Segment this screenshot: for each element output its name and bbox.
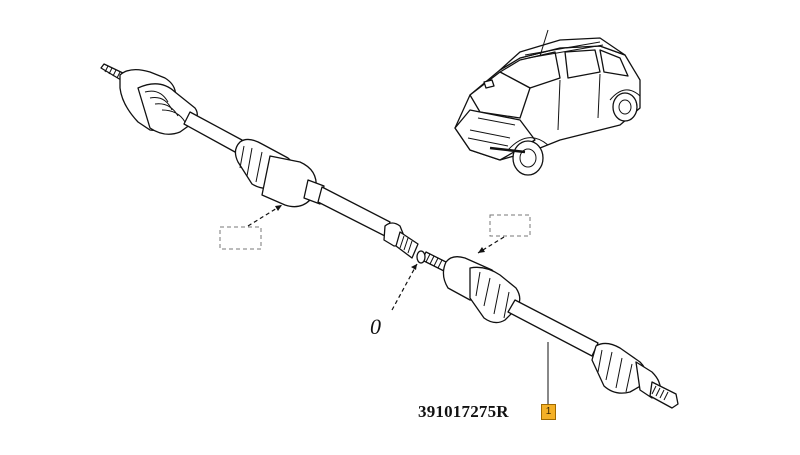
leader-left — [247, 204, 283, 227]
vehicle-illustration-icon — [454, 29, 641, 176]
leader-circlip — [391, 263, 418, 311]
callout-badge[interactable]: 1 — [541, 404, 556, 420]
reference-box-left — [219, 226, 262, 250]
circlip-label: 0 — [370, 314, 381, 339]
reference-box-right — [489, 214, 531, 237]
driveshaft-assembly-icon — [100, 63, 679, 409]
part-number-label[interactable]: 391017275R — [418, 402, 509, 421]
leader-right — [477, 236, 505, 254]
